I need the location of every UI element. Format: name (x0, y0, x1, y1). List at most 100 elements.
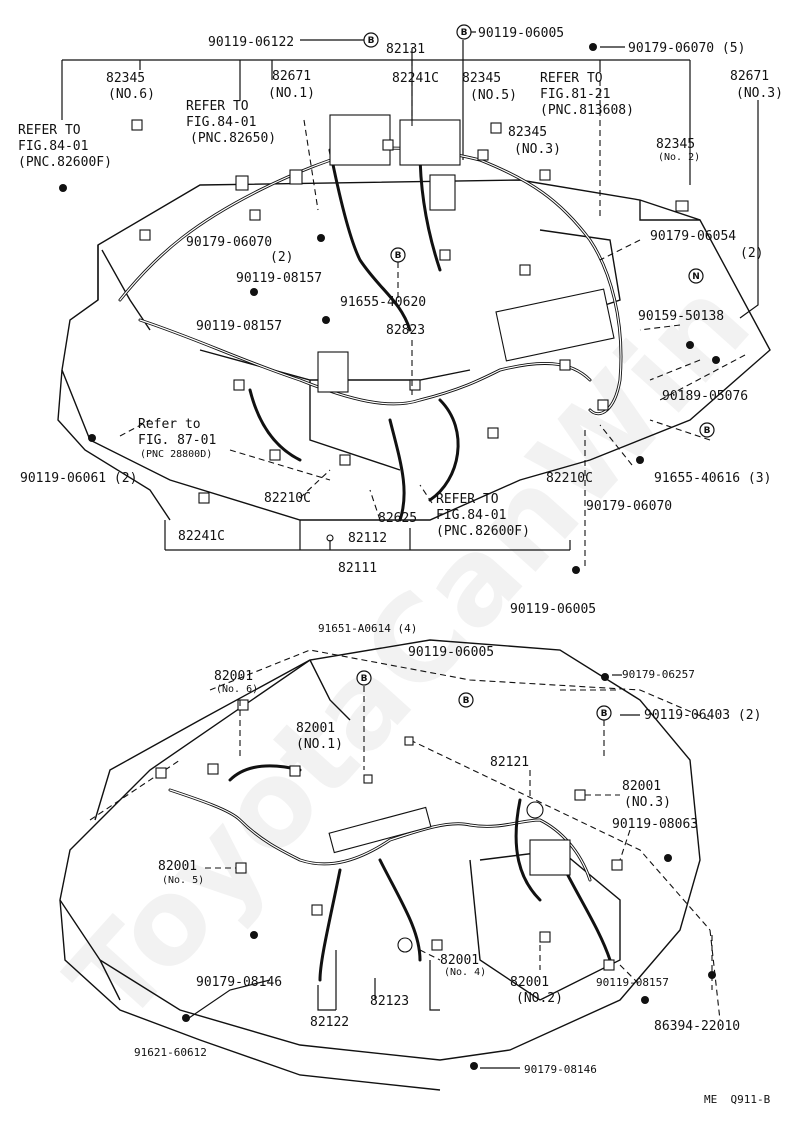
label-82210c-left: 82210C (264, 491, 311, 506)
label-82001-no2: 82001 (510, 975, 549, 990)
svg-text:B: B (461, 28, 468, 38)
svg-text:B: B (463, 696, 470, 706)
svg-text:(NO.3): (NO.3) (624, 795, 671, 810)
svg-text:B: B (395, 251, 402, 261)
label-82345-no3: 82345 (508, 125, 547, 140)
leader-lines-bottom (185, 674, 713, 1069)
label-90179-08146-a: 90179-08146 (196, 975, 282, 990)
svg-text:(No. 6): (No. 6) (216, 684, 258, 695)
svg-text:B: B (368, 36, 375, 46)
label-90179-06257: 90179-06257 (622, 668, 695, 681)
svg-text:(NO.2): (NO.2) (516, 991, 563, 1006)
label-91621-60612: 91621-60612 (134, 1046, 207, 1059)
svg-text:(2): (2) (270, 250, 293, 265)
label-82001-no1: 82001 (296, 721, 335, 736)
svg-text:FIG.84-01: FIG.84-01 (18, 139, 88, 154)
svg-text:(PNC.813608): (PNC.813608) (540, 103, 634, 118)
svg-text:FIG.84-01: FIG.84-01 (186, 115, 256, 130)
badge-b-90119-06005: B (456, 24, 472, 40)
leader-lines-top (119, 60, 746, 570)
label-refer-fig-81-21: REFER TO (540, 71, 603, 86)
svg-text:(NO.1): (NO.1) (268, 86, 315, 101)
svg-text:(No. 5): (No. 5) (162, 875, 204, 886)
label-refer-fig-84-01-right: REFER TO (436, 492, 499, 507)
svg-text:(PNC 28800D): (PNC 28800D) (140, 449, 212, 460)
svg-text:(PNC.82600F): (PNC.82600F) (436, 524, 530, 539)
label-82001-no5: 82001 (158, 859, 197, 874)
label-82671-no1: 82671 (272, 69, 311, 84)
badge-b-91651: B (356, 670, 372, 686)
label-82001-no6: 82001 (214, 669, 253, 684)
label-90119-06061: 90119-06061 (2) (20, 471, 137, 486)
vehicle-body-outline (59, 639, 701, 1061)
bottom-assembly: B B B (59, 622, 761, 1091)
label-82131: 82131 (386, 42, 425, 57)
label-82671-no3: 82671 (730, 69, 769, 84)
label-82625: 82625 (378, 511, 417, 526)
svg-text:(NO.3): (NO.3) (514, 142, 561, 157)
label-91655-40620: 91655-40620 (340, 295, 426, 310)
label-82210c-right: 82210C (546, 471, 593, 486)
label-90179-06054: 90179-06054 (650, 229, 736, 244)
label-82123: 82123 (370, 994, 409, 1009)
label-82111: 82111 (338, 561, 377, 576)
label-82112: 82112 (348, 531, 387, 546)
label-90119-08157-a: 90119-08157 (236, 271, 322, 286)
label-90119-06005-bottom: 90119-06005 (510, 602, 596, 617)
label-refer-fig-84-01-pnc-82650: REFER TO (186, 99, 249, 114)
svg-text:FIG.81-21: FIG.81-21 (540, 87, 610, 102)
label-82823: 82823 (386, 323, 425, 338)
badge-n-90179-06054: N (688, 268, 704, 284)
svg-text:(No. 2): (No. 2) (658, 152, 700, 163)
label-90159-50138: 90159-50138 (638, 309, 724, 324)
svg-text:(No. 4): (No. 4) (444, 967, 486, 978)
label-91655-40616: 91655-40616 (3) (654, 471, 771, 486)
label-82241c-left: 82241C (178, 529, 225, 544)
label-90119-06403: 90119-06403 (2) (644, 708, 761, 723)
svg-text:B: B (361, 674, 368, 684)
label-82345-no5: 82345 (462, 71, 501, 86)
svg-text:(PNC.82650): (PNC.82650) (190, 131, 276, 146)
top-assembly: B B B N B (18, 24, 783, 617)
svg-text:(NO.6): (NO.6) (108, 87, 155, 102)
label-90179-06070-2: 90179-06070 (186, 235, 272, 250)
badge-b-91655-40616: B (699, 422, 715, 438)
label-91651-a0614: 91651-A0614 (4) (318, 622, 417, 635)
svg-text:B: B (601, 709, 608, 719)
label-90179-06070-5: 90179-06070 (5) (628, 41, 745, 56)
label-82345-no6: 82345 (106, 71, 145, 86)
label-82122: 82122 (310, 1015, 349, 1030)
label-82345-no2: 82345 (656, 137, 695, 152)
junction-block-top (329, 114, 391, 166)
badge-b-90119-06403: B (596, 705, 612, 721)
label-90119-06005-top: 90119-06005 (478, 26, 564, 41)
junction-block-right (495, 288, 615, 362)
label-90179-08146-b: 90179-08146 (524, 1063, 597, 1076)
top-labels: 90119-06122 82131 90119-06005 90179-0607… (18, 26, 783, 617)
label-82001-no3: 82001 (622, 779, 661, 794)
badge-b-90119-06005-bottom: B (458, 692, 474, 708)
label-90179-06070-b: 90179-06070 (586, 499, 672, 514)
svg-text:B: B (704, 426, 711, 436)
label-90119-08157: 90119-08157 (596, 976, 669, 989)
badge-b-90119-06122: B (363, 32, 379, 48)
label-90119-06005: 90119-06005 (408, 645, 494, 660)
label-82001-no4: 82001 (440, 953, 479, 968)
label-90119-08157-b: 90119-08157 (196, 319, 282, 334)
bolt-icons-bottom (182, 673, 716, 1070)
svg-text:(NO.5): (NO.5) (470, 88, 517, 103)
svg-text:(PNC.82600F): (PNC.82600F) (18, 155, 112, 170)
svg-text:N: N (692, 272, 700, 282)
badge-b-91655-40620: B (390, 247, 406, 263)
label-refer-fig-84-01-left: REFER TO (18, 123, 81, 138)
diagram-id: ME Q911-B (704, 1093, 771, 1106)
svg-text:(NO.3): (NO.3) (736, 86, 783, 101)
label-90119-08063: 90119-08063 (612, 817, 698, 832)
label-90119-06122: 90119-06122 (208, 35, 294, 50)
svg-text:(NO.1): (NO.1) (296, 737, 343, 752)
label-refer-fig-87-01: Refer to (138, 417, 201, 432)
label-82121: 82121 (490, 755, 529, 770)
label-82241c-top: 82241C (392, 71, 439, 86)
relay-box-bottom (529, 839, 571, 876)
